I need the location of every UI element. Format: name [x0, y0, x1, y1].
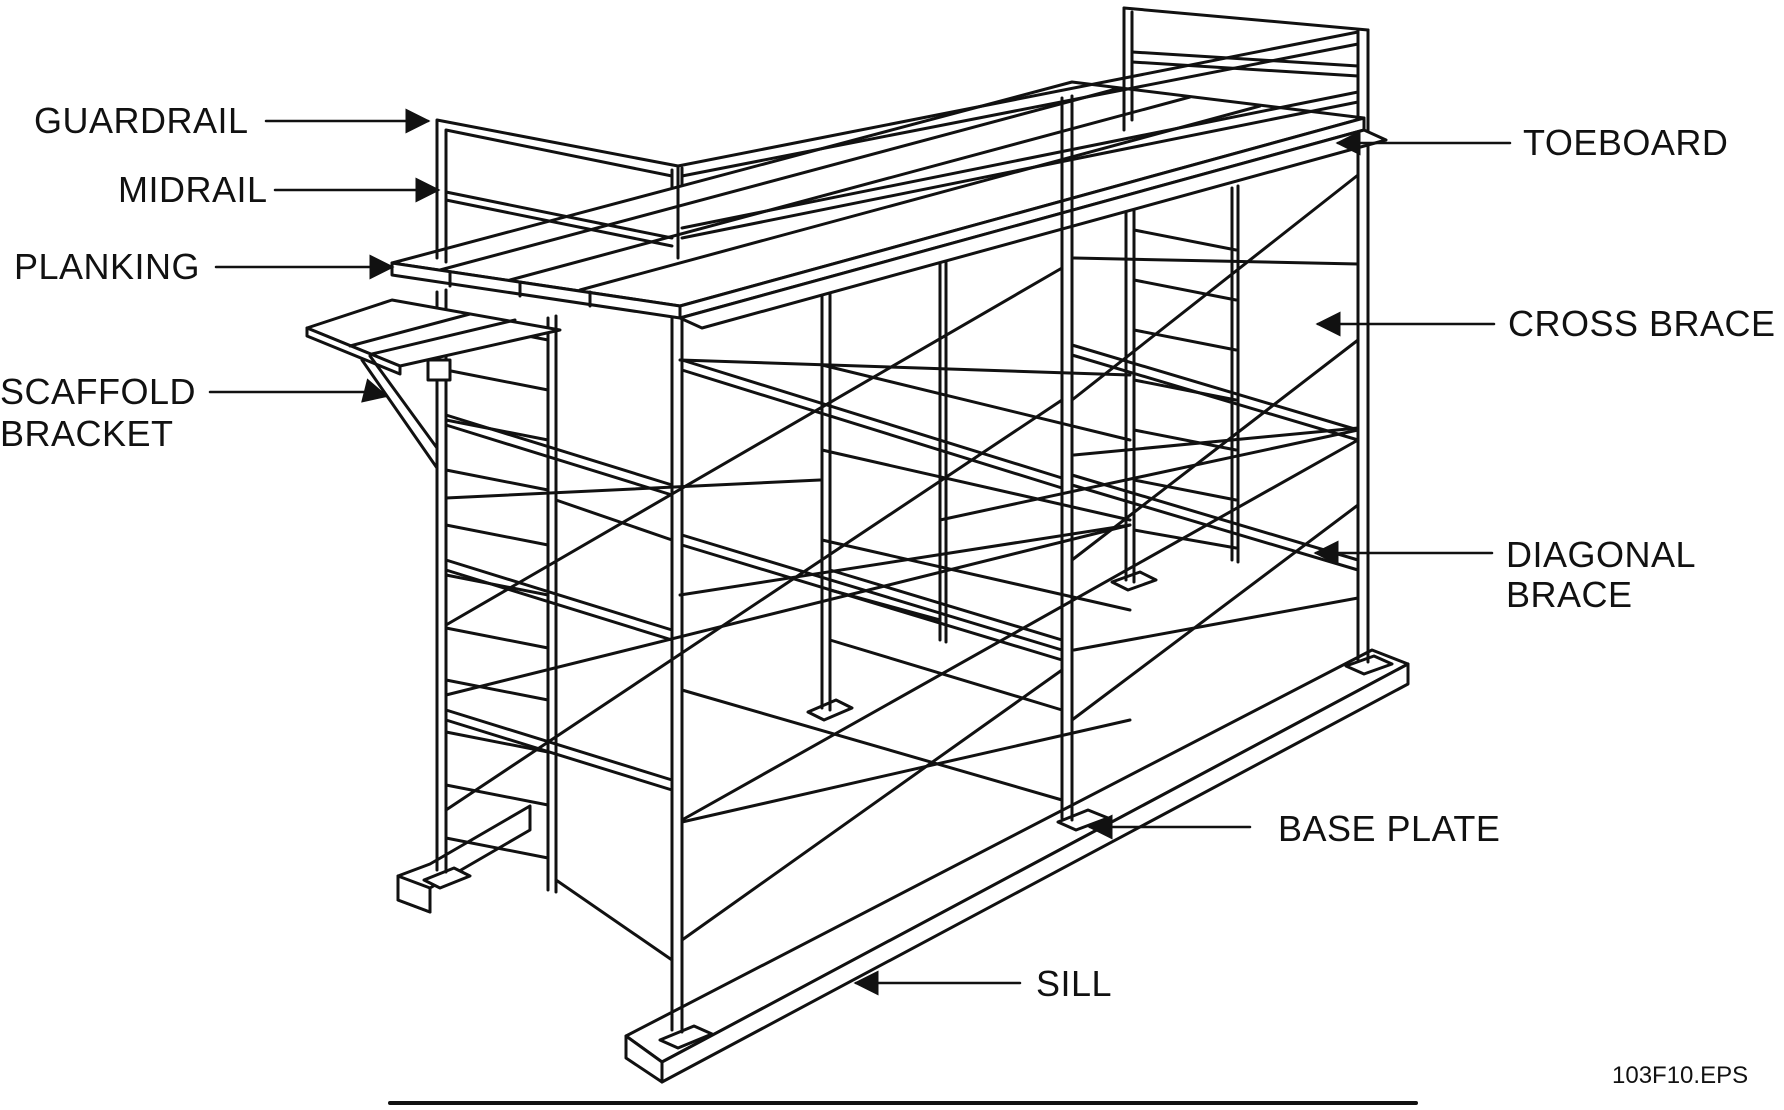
toeboard-label: TOEBOARD: [1523, 122, 1729, 163]
scaffold-bracket-label-line1: SCAFFOLD: [0, 371, 197, 412]
front-horizontals: [446, 345, 1358, 960]
left-end-frame: [437, 290, 556, 892]
figure-id: 103F10.EPS: [1612, 1062, 1749, 1089]
guardrail-structure: [437, 8, 1368, 300]
bracket-platform: [307, 300, 560, 374]
scaffold-bracket-arrow: [210, 378, 389, 403]
front-diagonal-braces: [446, 175, 1358, 940]
scaffold-bracket-label-line2: BRACKET: [0, 413, 174, 454]
midrail-label: MIDRAIL: [118, 169, 268, 210]
toeboard: [680, 130, 1386, 328]
diagonal-brace-label-line1: DIAGONAL: [1506, 534, 1697, 575]
guardrail-label: GUARDRAIL: [34, 100, 249, 141]
scaffold-bracket: [362, 356, 452, 468]
base-plates: [424, 572, 1392, 1048]
sill-main: [626, 650, 1408, 1082]
rear-frame-right: [1126, 186, 1238, 582]
base-plate-label: BASE PLATE: [1278, 808, 1501, 849]
planking-label: PLANKING: [14, 246, 201, 287]
rear-cross-braces: [680, 258, 1358, 650]
leader-arrows: [210, 108, 1510, 996]
diagonal-brace-label-line2: BRACE: [1506, 574, 1633, 615]
sill-label: SILL: [1036, 963, 1113, 1004]
sill-left: [398, 806, 530, 912]
cross-brace-label: CROSS BRACE: [1508, 303, 1776, 344]
rear-frame-left: [822, 260, 1130, 710]
